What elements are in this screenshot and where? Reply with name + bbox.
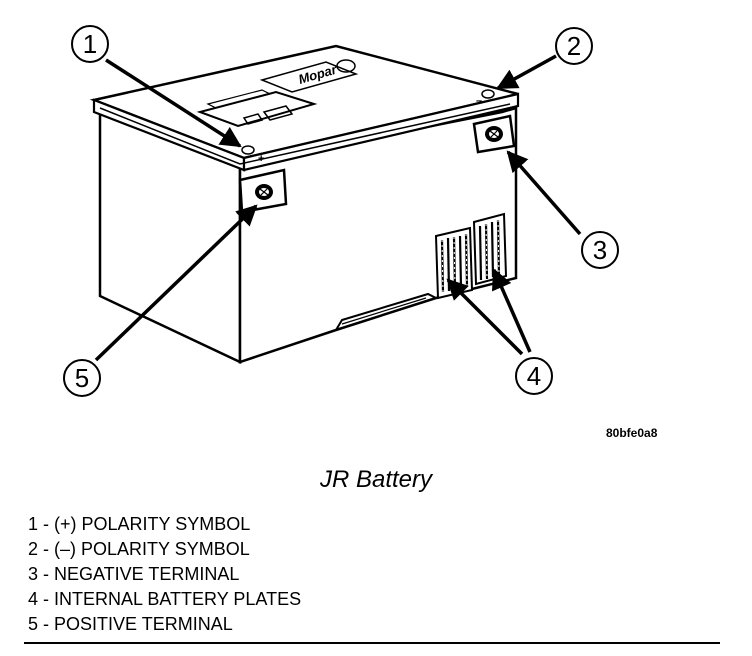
leader-line-3 <box>506 150 582 236</box>
positive-terminal <box>238 168 288 214</box>
bottom-divider <box>24 642 720 644</box>
leader-line-4a <box>446 278 524 356</box>
leader-line-5 <box>94 204 258 362</box>
battery-side-face <box>238 106 518 364</box>
callout-2: 2 <box>555 27 593 65</box>
legend-item: 2 - (–) POLARITY SYMBOL <box>28 539 250 559</box>
callout-5: 5 <box>63 359 101 397</box>
leader-line-4b <box>491 268 532 353</box>
figure-caption: JR Battery <box>319 466 433 493</box>
leader-line-1 <box>105 58 242 148</box>
svg-text:1: 1 <box>83 29 97 59</box>
svg-text:2: 2 <box>567 31 581 61</box>
legend-item: 4 - INTERNAL BATTERY PLATES <box>28 589 302 609</box>
battery-illustration: Mopar + – <box>63 25 619 397</box>
image-code: 80bfe0a8 <box>606 426 658 440</box>
callout-1: 1 <box>71 25 109 63</box>
leader-line-2 <box>496 54 557 90</box>
legend-item: 1 - (+) POLARITY SYMBOL <box>28 514 251 534</box>
callout-4: 4 <box>515 357 553 395</box>
svg-text:–: – <box>476 95 482 107</box>
negative-polarity-symbol: – <box>476 89 495 107</box>
battery-bottom-lip <box>335 292 437 331</box>
svg-text:4: 4 <box>527 361 541 391</box>
legend-list: 1 - (+) POLARITY SYMBOL 2 - (–) POLARITY… <box>28 512 301 637</box>
legend-item: 5 - POSITIVE TERMINAL <box>28 614 233 634</box>
brand-logo-icon <box>336 59 356 73</box>
svg-text:+: + <box>258 153 264 165</box>
positive-polarity-symbol: + <box>241 145 264 165</box>
negative-terminal <box>472 114 516 154</box>
svg-text:5: 5 <box>75 363 89 393</box>
legend-item: 3 - NEGATIVE TERMINAL <box>28 564 240 584</box>
callout-3: 3 <box>581 231 619 269</box>
svg-text:3: 3 <box>593 235 607 265</box>
